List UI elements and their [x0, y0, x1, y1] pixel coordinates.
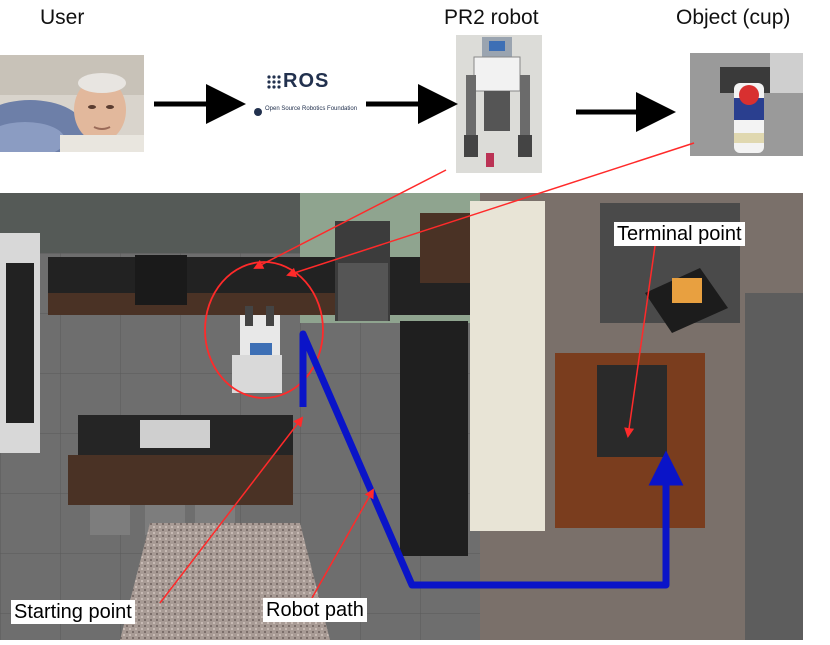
- terminal-point-label: Terminal point: [614, 222, 745, 246]
- robot-link-line: [253, 169, 447, 269]
- robot-path-pointer: [311, 488, 374, 599]
- terminal-point-pointer: [624, 245, 656, 438]
- robot-path-label: Robot path: [263, 598, 367, 622]
- object-label: Object (cup): [676, 6, 791, 29]
- user-label: User: [40, 6, 85, 29]
- ros-logo: ROS Open Source Robotics Foundation: [252, 70, 362, 120]
- starting-point-pointer: [159, 416, 304, 604]
- ros-logo-subtitle: Open Source Robotics Foundation: [265, 106, 358, 112]
- robot-path-line: [299, 330, 684, 589]
- pr2-robot-image: [456, 35, 542, 173]
- cup-object-image: [690, 53, 803, 156]
- kitchen-simulation-scene: [0, 193, 803, 640]
- robot-label: PR2 robot: [444, 6, 539, 29]
- ros-logo-text: ROS: [283, 70, 330, 92]
- start-area-circle: [204, 261, 324, 399]
- user-photo: [0, 55, 144, 152]
- cup-link-line: [286, 142, 695, 278]
- starting-point-label: Starting point: [11, 600, 135, 624]
